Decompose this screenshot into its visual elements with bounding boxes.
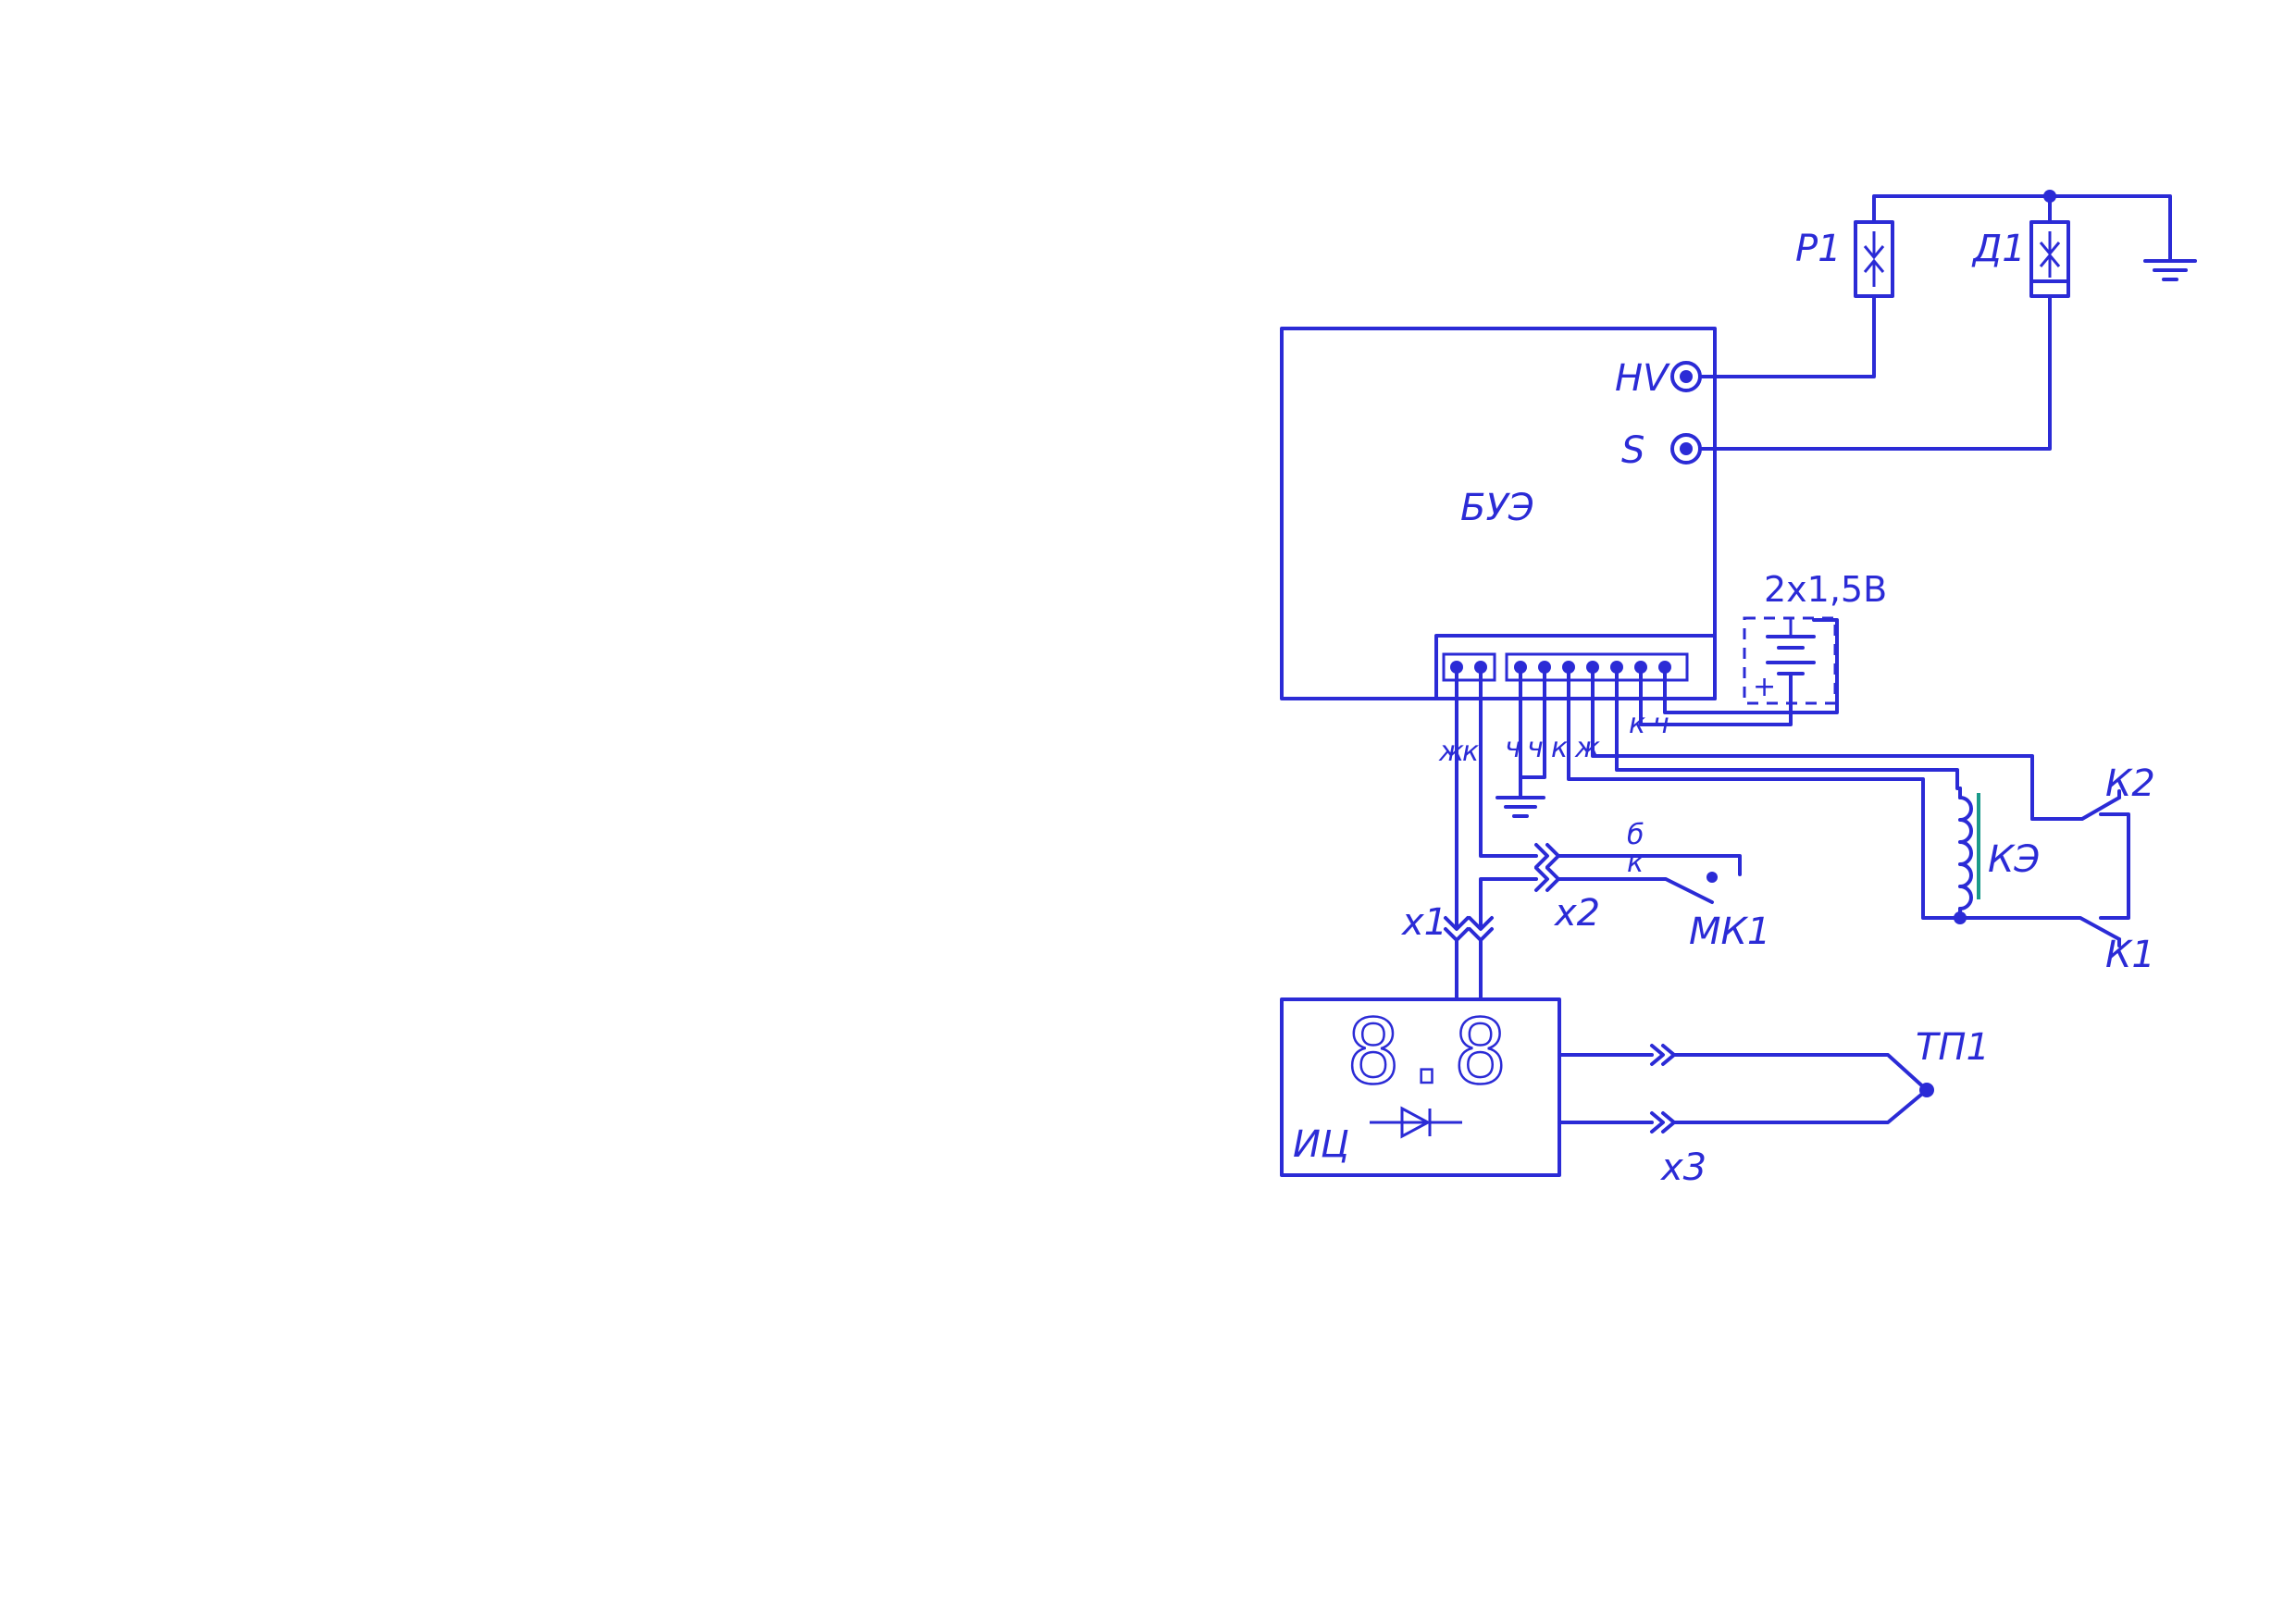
resistor-label: Р1	[1795, 228, 1842, 270]
connector-x3: x3	[1558, 1044, 1706, 1189]
ground-icon-bottom	[1496, 796, 1545, 818]
ground-icon-top	[2143, 259, 2197, 281]
indicator-block: 8.8 ИЦ	[1280, 997, 1561, 1177]
indicator-display: 8.8	[1347, 1000, 1507, 1104]
wire-to-k2	[1591, 672, 2034, 821]
wire-code-ch-1: ч	[1505, 732, 1521, 764]
wire-code-ch-2: ч	[1527, 732, 1544, 764]
sensor-d1: Д1	[1971, 220, 2070, 298]
contact-k2: К2	[2030, 762, 2155, 821]
hv-terminal: HV	[1615, 357, 1702, 400]
wire-code-k-1: к	[1462, 736, 1479, 768]
wire-code-k-bat: к	[1629, 708, 1645, 740]
connector-x1-label: x1	[1400, 901, 1447, 944]
battery: 2x1,5В +	[1743, 569, 1887, 705]
control-unit-block: БУЭ	[1280, 327, 1717, 700]
indicator-label: ИЦ	[1293, 1123, 1349, 1166]
resistor-p1: Р1	[1795, 220, 1894, 298]
top-bus	[1872, 190, 2172, 261]
battery-label: 2x1,5В	[1764, 569, 1887, 610]
connector-x2: x2	[1534, 843, 1600, 935]
wire-to-coil	[1567, 672, 1962, 920]
wire-s	[1698, 294, 2052, 451]
wire-code-zh-2: ж	[1574, 732, 1600, 764]
thermocouple-label: ТП1	[1916, 1026, 1990, 1069]
wire-code-k-mk: к	[1627, 847, 1644, 879]
wire-codes-row: ж к ч ч к ж	[1438, 732, 1600, 768]
connector-x3-label: x3	[1659, 1146, 1706, 1189]
coil-ke: КЭ	[1958, 787, 2040, 920]
terminal-contacts-right	[1505, 652, 1689, 682]
wire-hv	[1698, 294, 1876, 378]
contact-k1: К1	[1958, 916, 2155, 976]
sensor-label: Д1	[1971, 228, 2026, 270]
connector-x1: x1	[1400, 901, 1494, 944]
diode-icon	[1370, 1106, 1462, 1139]
connector-x2-label: x2	[1553, 892, 1600, 935]
wire-code-ch-bat: ч	[1653, 708, 1669, 740]
wire-battery-minus	[1663, 618, 1839, 714]
s-label: S	[1621, 429, 1644, 472]
s-terminal: S	[1621, 429, 1702, 472]
svg-text:+: +	[1753, 671, 1776, 703]
control-unit-label: БУЭ	[1460, 487, 1534, 529]
microswitch-mk1: б к МК1	[1557, 819, 1770, 953]
contact-k1-label: К1	[2105, 934, 2155, 976]
wire-k-down	[1479, 672, 1538, 858]
wire-code-b: б	[1627, 819, 1644, 851]
contact-k2-label: К2	[2105, 762, 2155, 805]
thermocouple-tp1: ТП1	[1672, 1026, 1990, 1124]
terminal-contacts-left	[1442, 652, 1496, 682]
hv-label: HV	[1615, 357, 1670, 400]
microswitch-label: МК1	[1689, 911, 1770, 953]
wire-code-k-2: к	[1551, 732, 1568, 764]
coil-label: КЭ	[1988, 838, 2040, 881]
wire-code-zh-1: ж	[1438, 736, 1464, 768]
wire-battery-plus	[1639, 672, 1793, 726]
